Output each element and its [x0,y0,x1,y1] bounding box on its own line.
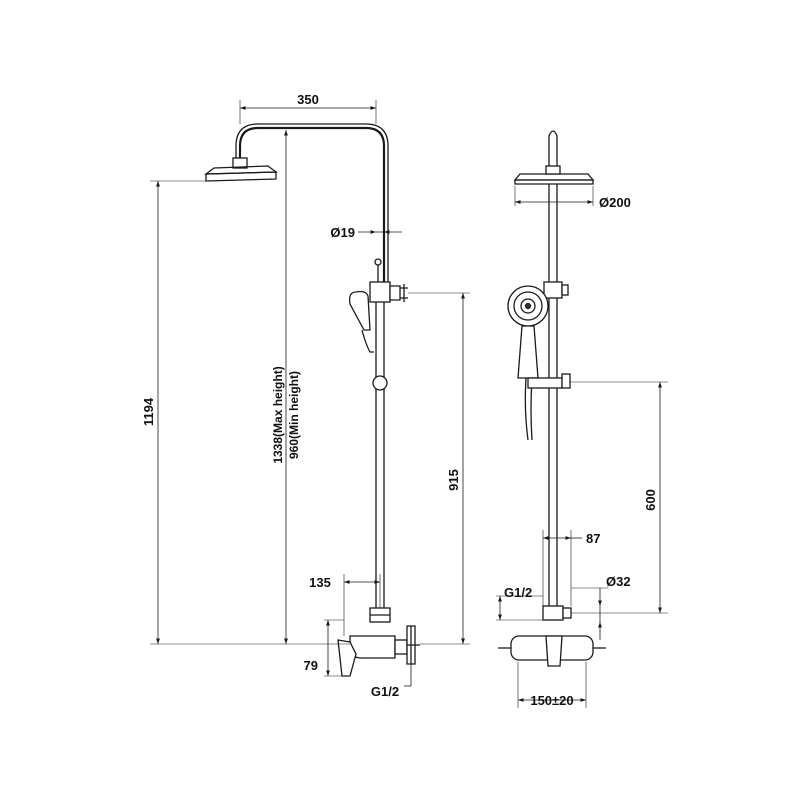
hand-shower-side [348,290,371,331]
dim-centers-150: 150±20 [530,693,573,708]
front-inlet-thread: G1/2 [504,585,532,600]
dim-spacing-87: 87 [586,531,600,546]
mixer-body [349,635,396,659]
front-upper-clamp [543,281,563,299]
riser-ball-joint [372,375,388,391]
head-connector [232,157,248,169]
dim-min-height: 960(Min height) [287,371,301,459]
slide-holder [369,281,391,303]
side-inlet-thread: G1/2 [371,684,399,699]
dim-bar-diameter: Ø32 [606,574,631,589]
dim-offset-135: 135 [309,575,331,590]
dim-pipe-diameter: Ø19 [330,225,355,240]
shower-hose [524,377,529,441]
dim-max-height: 1338(Max height) [271,366,285,463]
front-view: Ø200 600 87 G1/2 Ø32 150±20 [496,130,668,708]
side-view: 350 Ø19 1194 1338(Max height) 960(Min he… [141,92,470,699]
dim-width-350: 350 [297,92,319,107]
slide-bracket [527,377,563,389]
dim-total-height: 1194 [141,397,156,426]
dim-head-diameter: Ø200 [599,195,631,210]
mixer-lever [337,639,357,677]
front-mixer-lever [545,635,563,667]
hand-shower-handle [517,325,539,379]
dim-depth-79: 79 [304,658,318,673]
front-diverter [542,605,564,621]
dim-slide-600: 600 [643,489,658,511]
front-shower-arm [548,130,558,169]
dim-holder-height: 915 [446,469,461,491]
shower-arm [238,126,386,285]
